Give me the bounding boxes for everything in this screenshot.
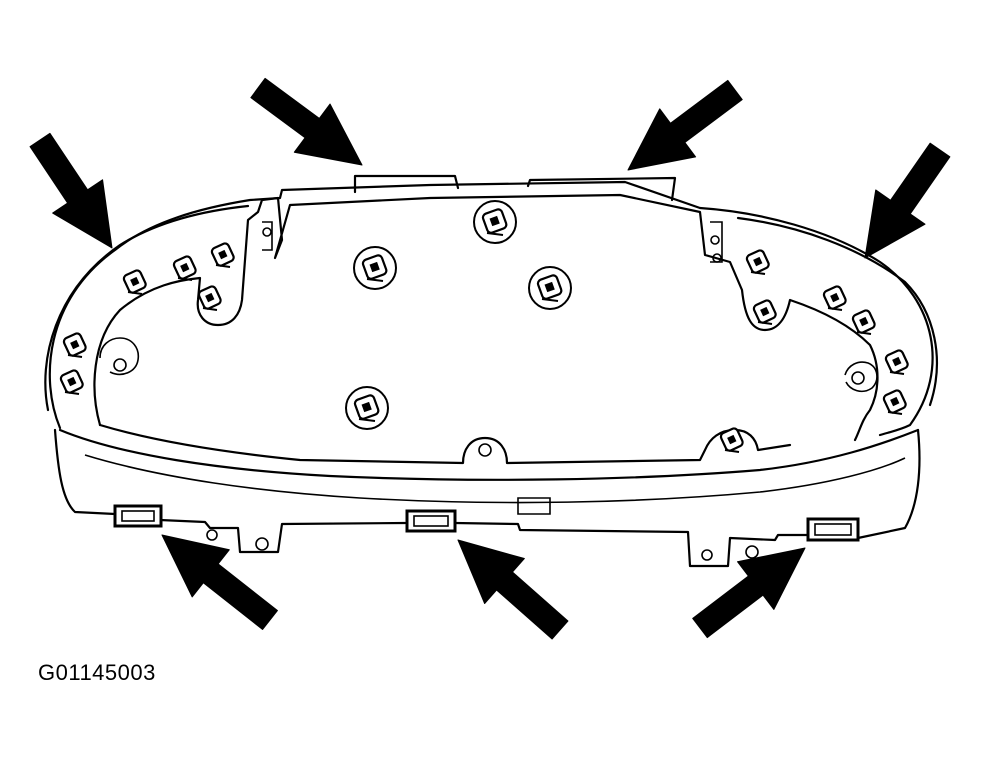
bulb-socket-small — [59, 369, 84, 395]
bulb-socket-small — [745, 249, 770, 275]
bulb-socket-small — [210, 242, 235, 268]
callout-arrows — [29, 77, 951, 640]
arrow-upper-left-inner — [250, 77, 363, 166]
bulb-socket-small — [122, 269, 147, 295]
bulb-socket-large — [528, 266, 572, 310]
arrow-lower-center — [457, 539, 569, 640]
arrow-lower-right — [692, 547, 806, 639]
bulb-socket-large — [353, 246, 397, 290]
bulb-socket-small — [822, 285, 847, 311]
bulb-socket-small — [752, 299, 777, 325]
bulb-socket-small — [884, 349, 909, 375]
cluster-housing-outline — [44, 180, 938, 568]
arrow-upper-right-outer — [864, 142, 951, 259]
figure-code: G01145003 — [38, 660, 156, 685]
clip-right — [806, 517, 860, 542]
mounting-holes — [113, 227, 865, 561]
arrow-upper-left-outer — [29, 132, 113, 249]
bulb-socket-small — [62, 332, 87, 358]
arrow-upper-right-inner — [627, 79, 743, 171]
bulb-socket-small — [172, 255, 197, 281]
arrow-lower-left — [161, 534, 278, 630]
bulb-socket-large — [345, 386, 389, 430]
bulb-socket-large — [473, 200, 517, 244]
bulb-socket-small — [882, 389, 907, 415]
clip-left — [113, 504, 163, 528]
bulb-socket-small — [851, 309, 876, 335]
bulb-sockets — [59, 200, 909, 453]
clip-center — [405, 509, 457, 533]
retaining-clips — [113, 504, 860, 542]
bulb-socket-small — [197, 285, 222, 311]
bulb-socket-small — [719, 427, 744, 453]
